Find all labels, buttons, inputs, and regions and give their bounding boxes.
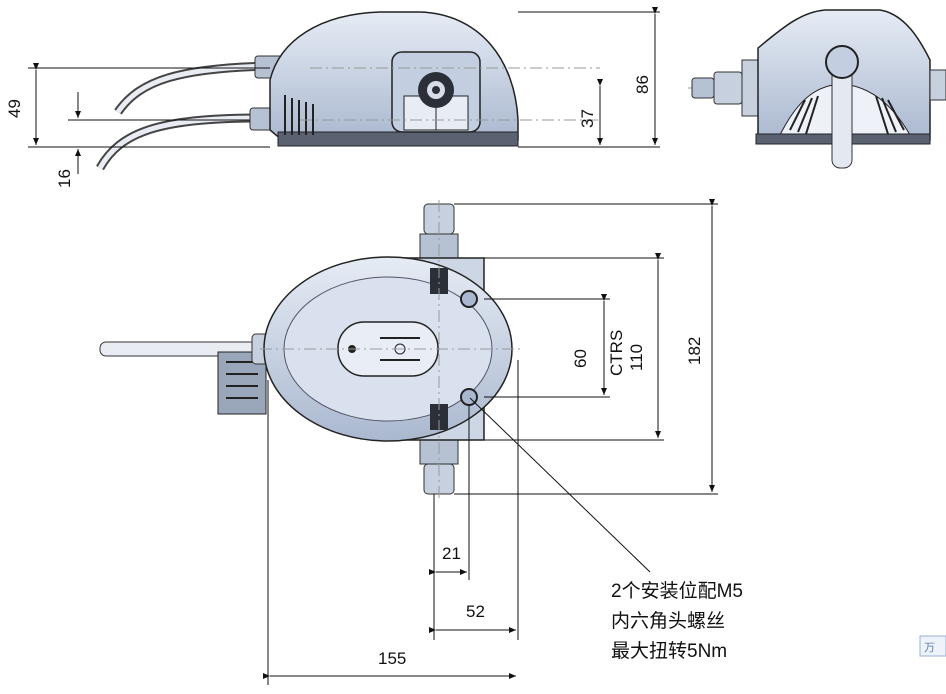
front-view	[688, 9, 946, 169]
note-line-3: 最大扭转5Nm	[611, 640, 727, 662]
plan-dimensions	[263, 199, 718, 685]
dim-86: 86	[633, 75, 652, 94]
dim-37: 37	[578, 109, 597, 128]
dim-60: 60	[571, 349, 590, 368]
side-view	[96, 11, 600, 171]
dim-ctrs: CTRS	[607, 330, 626, 376]
dim-110: 110	[627, 344, 646, 371]
mounting-note: 2个安装位配M5 内六角头螺丝 最大扭转5Nm	[611, 580, 743, 662]
note-line-2: 内六角头螺丝	[611, 610, 725, 632]
note-line-1: 2个安装位配M5	[611, 580, 743, 602]
plan-view	[99, 200, 520, 500]
dim-49: 49	[5, 99, 24, 118]
dim-52: 52	[466, 602, 485, 621]
dim-182: 182	[685, 337, 704, 365]
dim-21: 21	[442, 544, 461, 563]
dim-155: 155	[378, 649, 406, 668]
side-dimensions	[28, 7, 660, 174]
corner-mark: 万	[924, 642, 935, 654]
dim-16: 16	[55, 169, 74, 188]
corner-badge	[919, 635, 946, 657]
